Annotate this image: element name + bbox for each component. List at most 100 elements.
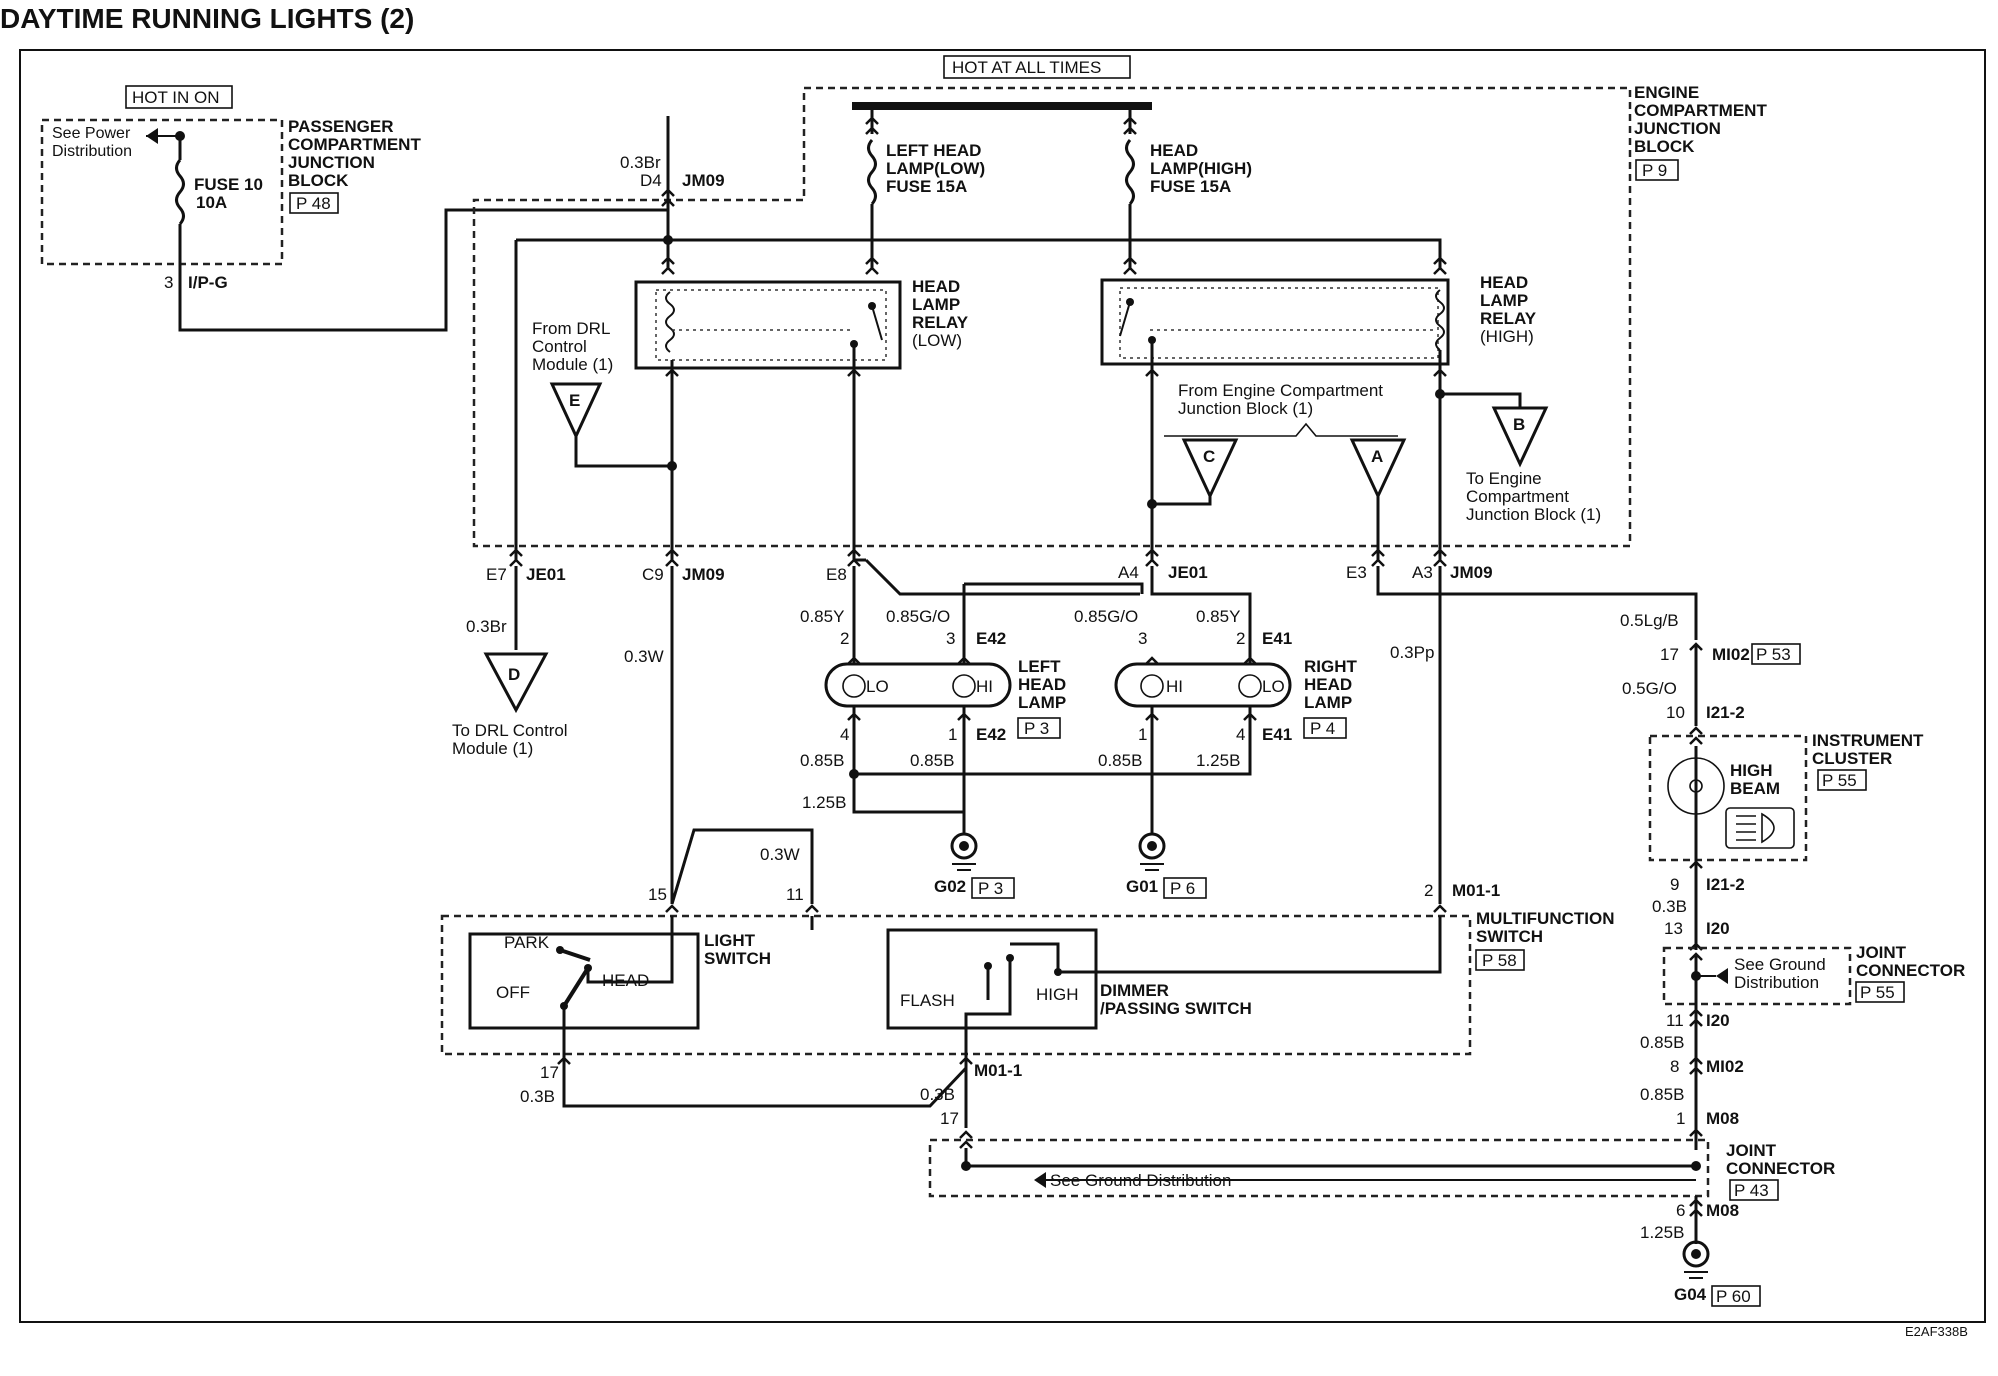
relay-low-label: HEAD: [912, 277, 960, 296]
joint-connector-bottom: [928, 1138, 1710, 1198]
svg-text:BLOCK: BLOCK: [1634, 137, 1695, 156]
hot-in-on-box: [125, 85, 233, 109]
svg-text:M08: M08: [1706, 1201, 1739, 1220]
svg-text:10A: 10A: [196, 193, 227, 212]
left-head-lamp-fuse-label: LEFT HEAD: [886, 141, 981, 160]
svg-text:CONNECTOR: CONNECTOR: [1856, 961, 1965, 980]
svg-text:P 55: P 55: [1822, 771, 1857, 790]
svg-text:0.85G/O: 0.85G/O: [886, 607, 950, 626]
high-beam-indicator-icon: [1725, 807, 1795, 849]
engine-junction-block: [472, 86, 1632, 548]
svg-text:BLOCK: BLOCK: [288, 171, 349, 190]
svg-text:D: D: [508, 665, 520, 684]
svg-text:A3: A3: [1412, 563, 1433, 582]
svg-text:2: 2: [1236, 629, 1245, 648]
svg-text:HI: HI: [976, 677, 993, 696]
svg-text:D4: D4: [640, 171, 662, 190]
from-ecjb-label: From Engine Compartment: [1178, 381, 1383, 400]
svg-text:0.3Br: 0.3Br: [620, 153, 661, 172]
svg-text:FUSE 15A: FUSE 15A: [886, 177, 967, 196]
joint-connector-bottom-label: JOINT: [1726, 1141, 1777, 1160]
svg-text:P 53: P 53: [1756, 645, 1791, 664]
svg-text:LAMP: LAMP: [1018, 693, 1066, 712]
see-ground-label: See Ground: [1734, 955, 1826, 974]
relay-high-coil-icon: [1435, 289, 1445, 351]
arrow-icon: [1034, 1172, 1046, 1188]
to-ecjb-label: To Engine: [1466, 469, 1542, 488]
svg-text:(HIGH): (HIGH): [1480, 327, 1534, 346]
svg-text:0.3W: 0.3W: [760, 845, 800, 864]
svg-text:JM09: JM09: [1450, 563, 1493, 582]
instrument-cluster: [1648, 734, 1808, 862]
svg-text:Junction Block (1): Junction Block (1): [1178, 399, 1313, 418]
svg-text:P 43: P 43: [1734, 1181, 1769, 1200]
svg-text:E: E: [569, 391, 580, 410]
svg-text:0.85B: 0.85B: [910, 751, 954, 770]
svg-text:15: 15: [648, 885, 667, 904]
svg-text:8: 8: [1670, 1057, 1679, 1076]
svg-text:E7: E7: [486, 565, 507, 584]
svg-text:Distribution: Distribution: [52, 143, 132, 160]
multifunction-switch: [440, 914, 1472, 1056]
svg-text:RELAY: RELAY: [1480, 309, 1537, 328]
outer-border: [19, 49, 1986, 1323]
svg-text:0.3B: 0.3B: [520, 1087, 555, 1106]
svg-text:0.3B: 0.3B: [1652, 897, 1687, 916]
svg-text:0.3W: 0.3W: [624, 647, 664, 666]
svg-text:2: 2: [1424, 881, 1433, 900]
head-lamp-relay-low: [634, 280, 902, 370]
passenger-jb-label: PASSENGER: [288, 117, 394, 136]
svg-text:JUNCTION: JUNCTION: [1634, 119, 1721, 138]
svg-text:E3: E3: [1346, 563, 1367, 582]
fuse-left-low-icon: [867, 139, 877, 205]
svg-text:A: A: [1371, 447, 1383, 466]
svg-text:MI02: MI02: [1706, 1057, 1744, 1076]
svg-text:17: 17: [1660, 645, 1679, 664]
svg-text:0.85B: 0.85B: [1640, 1085, 1684, 1104]
arrow-icon: [1716, 968, 1728, 984]
svg-text:LAMP: LAMP: [1304, 693, 1352, 712]
svg-text:0.85B: 0.85B: [1640, 1033, 1684, 1052]
svg-text:Distribution: Distribution: [1734, 973, 1819, 992]
svg-text:17: 17: [940, 1109, 959, 1128]
connector-d-icon: [483, 652, 549, 714]
svg-text:P 3: P 3: [1024, 719, 1049, 738]
svg-text:P 55: P 55: [1860, 983, 1895, 1002]
svg-text:3: 3: [1138, 629, 1147, 648]
svg-text:P 6: P 6: [1170, 879, 1195, 898]
ground-g02-icon: [950, 832, 978, 860]
see-ground-distribution-label: See Ground Distribution: [1050, 1171, 1231, 1190]
svg-text:I20: I20: [1706, 919, 1730, 938]
svg-text:M01-1: M01-1: [1452, 881, 1500, 900]
svg-text:LAMP(LOW): LAMP(LOW): [886, 159, 985, 178]
hot-in-on-label: HOT IN ON: [132, 88, 220, 107]
svg-text:JM09: JM09: [682, 565, 725, 584]
dimmer-flash: FLASH: [900, 991, 955, 1010]
svg-text:HI: HI: [1166, 677, 1183, 696]
light-switch-off: OFF: [496, 983, 530, 1002]
svg-text:HEAD: HEAD: [1018, 675, 1066, 694]
see-power-text: See Power: [52, 125, 131, 142]
svg-text:1: 1: [948, 725, 957, 744]
svg-text:4: 4: [1236, 725, 1245, 744]
svg-text:Module (1): Module (1): [452, 739, 533, 758]
connector-e-icon: [549, 382, 603, 440]
connector-b-icon: [1491, 406, 1549, 468]
svg-text:P 4: P 4: [1310, 719, 1335, 738]
svg-text:SWITCH: SWITCH: [1476, 927, 1543, 946]
left-head-lamp: [824, 662, 1012, 708]
svg-text:9: 9: [1670, 875, 1679, 894]
dimmer-passing-switch[interactable]: [886, 928, 1098, 1030]
svg-text:E41: E41: [1262, 725, 1292, 744]
svg-text:P 60: P 60: [1716, 1287, 1751, 1306]
light-switch[interactable]: [468, 932, 700, 1030]
svg-text:FUSE 15A: FUSE 15A: [1150, 177, 1231, 196]
svg-text:RELAY: RELAY: [912, 313, 969, 332]
svg-text:JE01: JE01: [1168, 563, 1208, 582]
svg-text:B: B: [1513, 415, 1525, 434]
passenger-jb-ref: P 48: [296, 194, 331, 213]
svg-text:I/P-G: I/P-G: [188, 273, 228, 292]
hot-at-all-times-label: HOT AT ALL TIMES: [952, 58, 1101, 77]
svg-text:M08: M08: [1706, 1109, 1739, 1128]
